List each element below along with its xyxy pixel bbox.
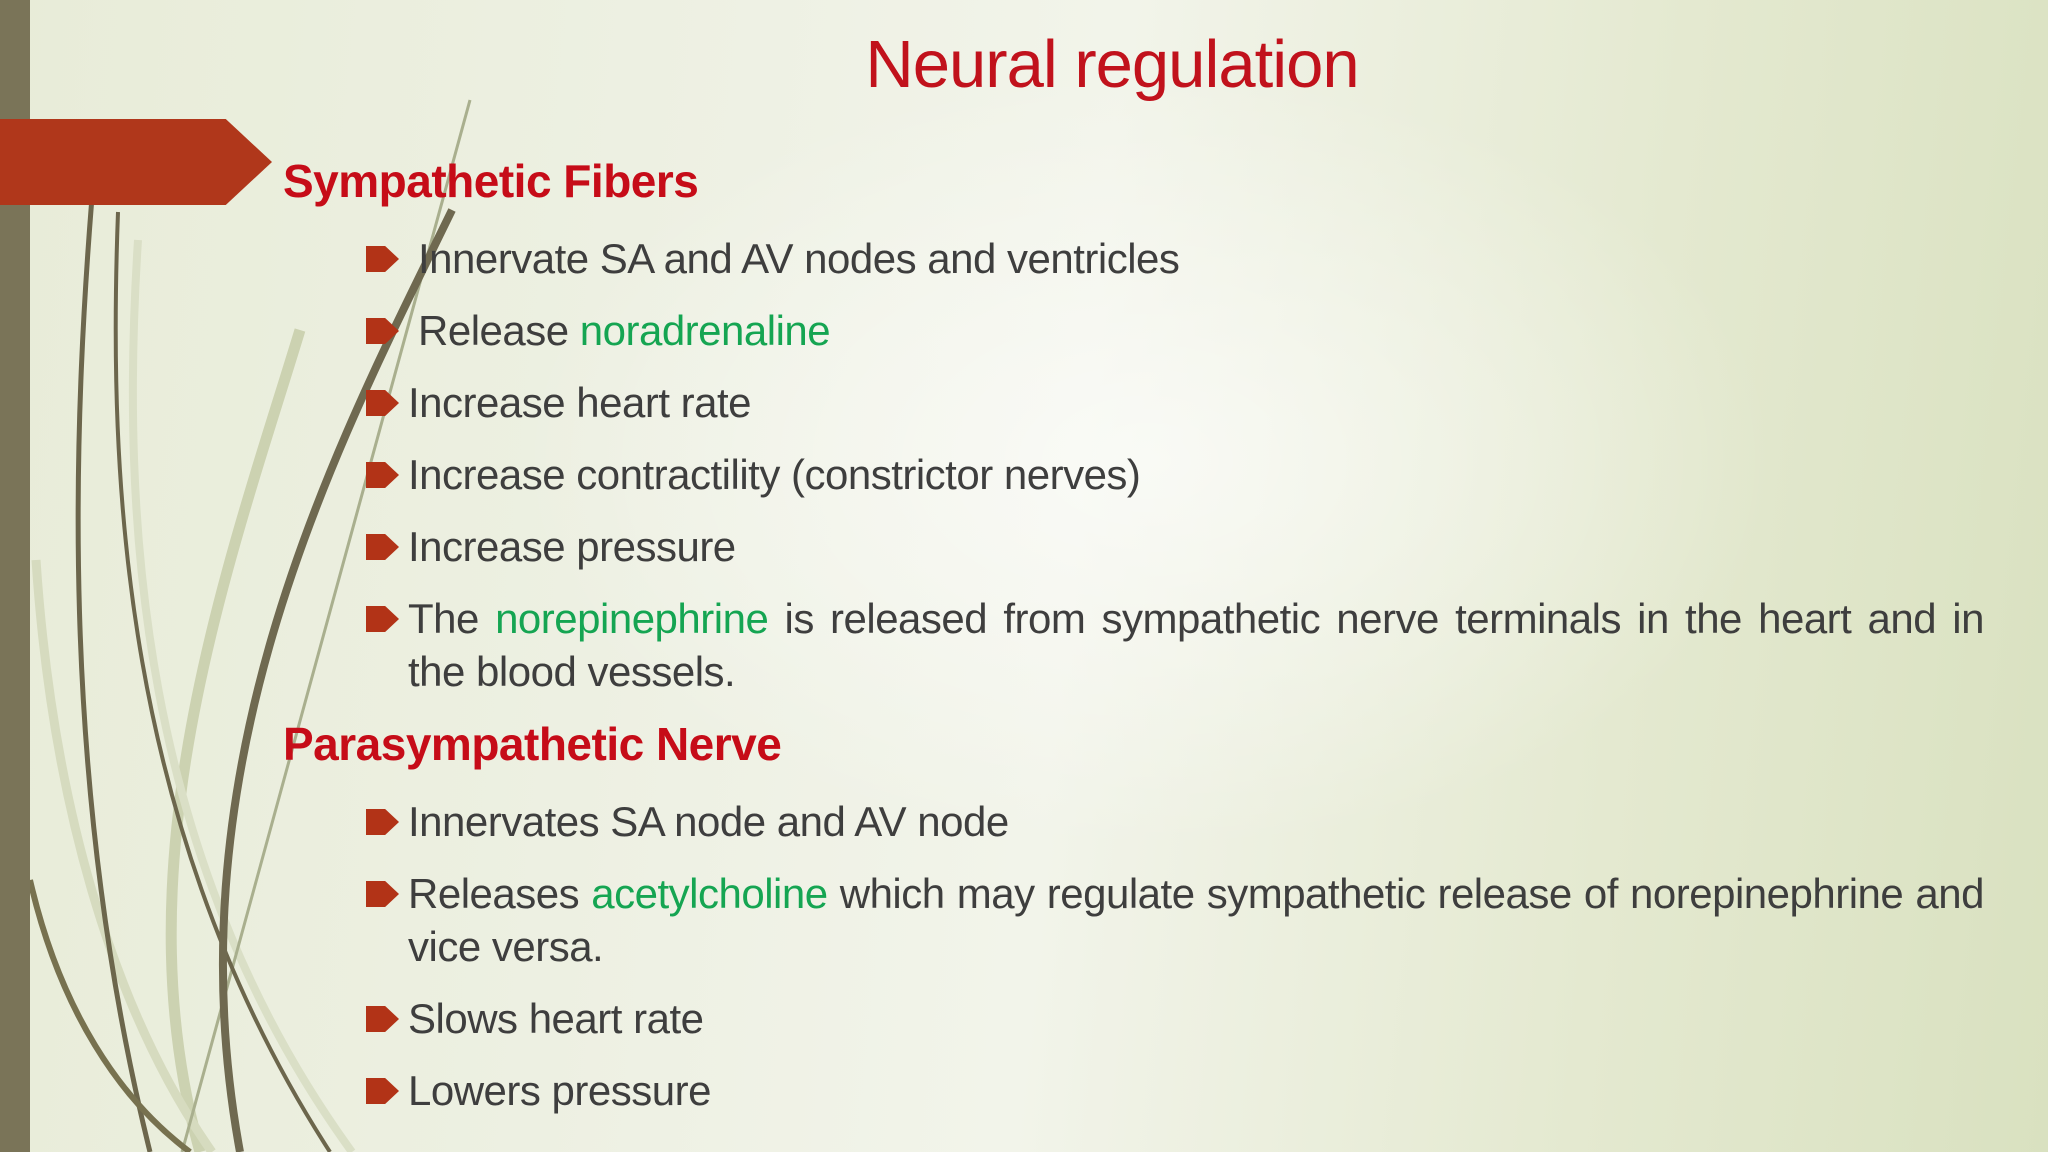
bullet-item: Slows heart rate	[283, 992, 1984, 1045]
arrow-bullet-icon	[366, 246, 399, 272]
bullet-item: Lowers pressure	[283, 1064, 1984, 1117]
highlighted-term: norepinephrine	[495, 595, 769, 642]
bullet-item: Innervates SA node and AV node	[283, 795, 1984, 848]
red-arrow-banner	[0, 119, 272, 205]
bullet-text: Slows heart rate	[408, 992, 1984, 1045]
text-segment: Increase heart rate	[408, 379, 752, 426]
arrow-bullet-icon	[366, 1078, 399, 1104]
arrow-bullet-icon	[366, 606, 399, 632]
bullet-item: Increase heart rate	[283, 376, 1984, 429]
bullet-text: Innervate SA and AV nodes and ventricles	[418, 232, 1984, 285]
bullet-item: The norepinephrine is released from symp…	[283, 592, 1985, 698]
bullet-item: Release noradrenaline	[283, 304, 1984, 357]
arrow-bullet-icon	[366, 881, 399, 907]
arrow-bullet-icon	[366, 318, 399, 344]
text-segment: is released from sympathetic nerve termi…	[408, 595, 1985, 695]
text-segment: Innervate SA and AV nodes and ventricles	[418, 235, 1180, 282]
arrow-bullet-icon	[366, 534, 399, 560]
bullet-text: Innervates SA node and AV node	[408, 795, 1984, 848]
bullet-item: Innervate SA and AV nodes and ventricles	[283, 232, 1984, 285]
bullet-text: Release noradrenaline	[418, 304, 1984, 357]
arrow-bullet-icon	[366, 462, 399, 488]
text-segment: The	[408, 595, 496, 642]
bullet-text: Increase heart rate	[408, 376, 1984, 429]
section-heading: Parasympathetic Nerve	[283, 718, 782, 770]
bullet-item: Increase pressure	[283, 520, 1984, 573]
arrow-bullet-icon	[366, 390, 399, 416]
text-segment: Increase contractility (constrictor nerv…	[408, 451, 1141, 498]
highlighted-term: noradrenaline	[579, 307, 831, 354]
section-heading: Sympathetic Fibers	[283, 155, 699, 207]
bullet-item: Increase contractility (constrictor nerv…	[283, 448, 1984, 501]
text-segment: which may regulate sympathetic release o…	[408, 870, 1985, 970]
text-segment: Release	[418, 307, 580, 354]
bullet-text: Releases acetylcholine which may regulat…	[408, 867, 1985, 973]
text-segment: Increase pressure	[408, 523, 736, 570]
highlighted-term: acetylcholine	[591, 870, 828, 917]
bullet-text: The norepinephrine is released from symp…	[408, 592, 1985, 698]
arrow-bullet-icon	[366, 1006, 399, 1032]
bullet-item: Releases acetylcholine which may regulat…	[283, 867, 1985, 973]
text-segment: Releases	[408, 870, 592, 917]
text-segment: Innervates SA node and AV node	[408, 798, 1009, 845]
text-segment: Lowers pressure	[408, 1067, 711, 1114]
text-segment: Slows heart rate	[408, 995, 704, 1042]
arrow-bullet-icon	[366, 809, 399, 835]
bullet-text: Increase pressure	[408, 520, 1984, 573]
slide-title: Neural regulation	[865, 27, 1359, 102]
bullet-text: Lowers pressure	[408, 1064, 1984, 1117]
bullet-text: Increase contractility (constrictor nerv…	[408, 448, 1984, 501]
